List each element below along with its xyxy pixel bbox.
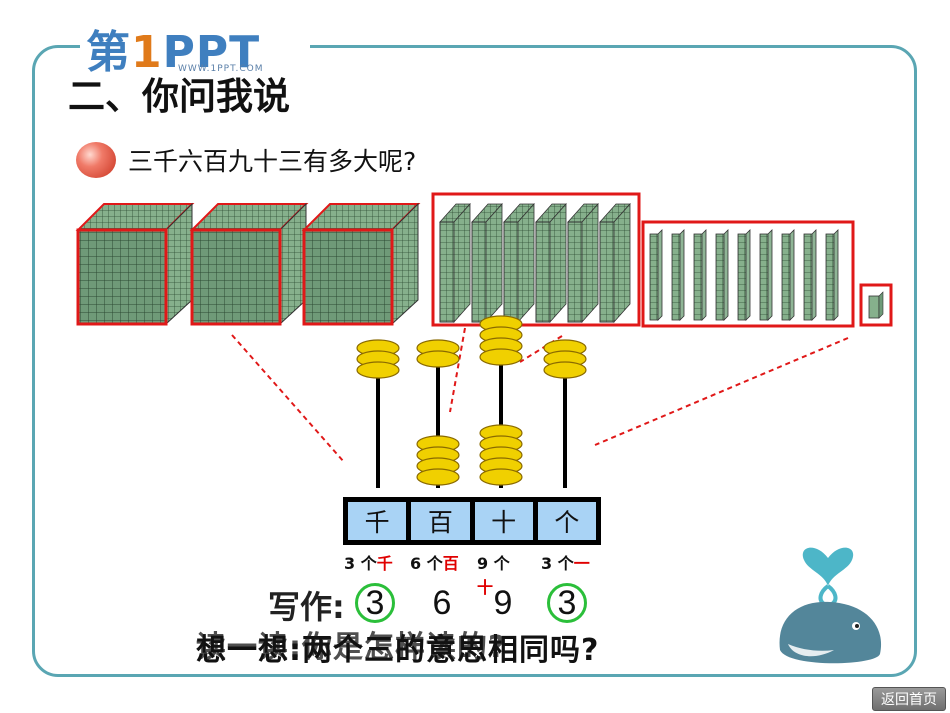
whale-icon xyxy=(779,547,882,664)
digit-tens: 9 xyxy=(493,584,513,622)
abacus-bead-ones xyxy=(543,361,587,379)
ten-rods xyxy=(649,229,839,321)
page-title: 二、你问我说 xyxy=(68,75,290,118)
bottom-question-a: 想一想:两个三的意思相同吗? xyxy=(196,633,600,668)
place-ones: 个 xyxy=(537,502,596,540)
abacus-bead-hundreds xyxy=(416,350,460,368)
abacus-bead-tens xyxy=(479,468,523,486)
count-ones: 3 个一 xyxy=(541,554,590,573)
ones-circle xyxy=(547,583,587,623)
slide-frame xyxy=(32,45,917,677)
abacus-bead-thousands xyxy=(356,361,400,379)
thousands-circle xyxy=(355,583,395,623)
tens-box xyxy=(641,220,855,328)
hundred-flats xyxy=(439,202,631,324)
home-button[interactable]: 返回首页 xyxy=(872,687,946,711)
question-text: 三千六百九十三有多大呢? xyxy=(128,147,417,176)
write-label: 写作: xyxy=(268,588,345,626)
place-thousands: 千 xyxy=(348,502,407,540)
count-tens: 9 个十 xyxy=(477,554,510,597)
one-unit-cube xyxy=(868,291,884,319)
hundreds-box xyxy=(431,192,641,327)
digit-hundreds: 6 xyxy=(432,584,452,622)
place-hundreds: 百 xyxy=(411,502,470,540)
thousand-cube-1 xyxy=(75,202,195,326)
ones-box xyxy=(859,283,893,327)
logo-text: 第1PPT xyxy=(86,27,261,78)
bottom-question-b: 读一读:你是怎样读的? xyxy=(196,630,507,665)
thousand-cube-3 xyxy=(301,202,421,326)
abacus-bead-hundreds xyxy=(416,468,460,486)
abacus-beads xyxy=(356,315,587,486)
thousand-cube-2 xyxy=(189,202,309,326)
abacus-rods xyxy=(376,322,567,488)
digit-thousands: 3 xyxy=(365,584,385,622)
count-thousands: 3 个千 xyxy=(344,554,393,573)
digit-ones: 3 xyxy=(557,584,577,622)
logo: 第1PPT WWW.1PPT.COM xyxy=(80,18,310,78)
bullet-ball-icon xyxy=(76,142,116,178)
count-hundreds: 6 个百 xyxy=(410,554,459,573)
place-tens: 十 xyxy=(474,502,533,540)
place-value-row: 千 百 十 个 xyxy=(343,497,601,545)
connector-lines xyxy=(231,327,849,463)
logo-url: WWW.1PPT.COM xyxy=(178,64,264,74)
abacus-bead-tens xyxy=(479,348,523,366)
